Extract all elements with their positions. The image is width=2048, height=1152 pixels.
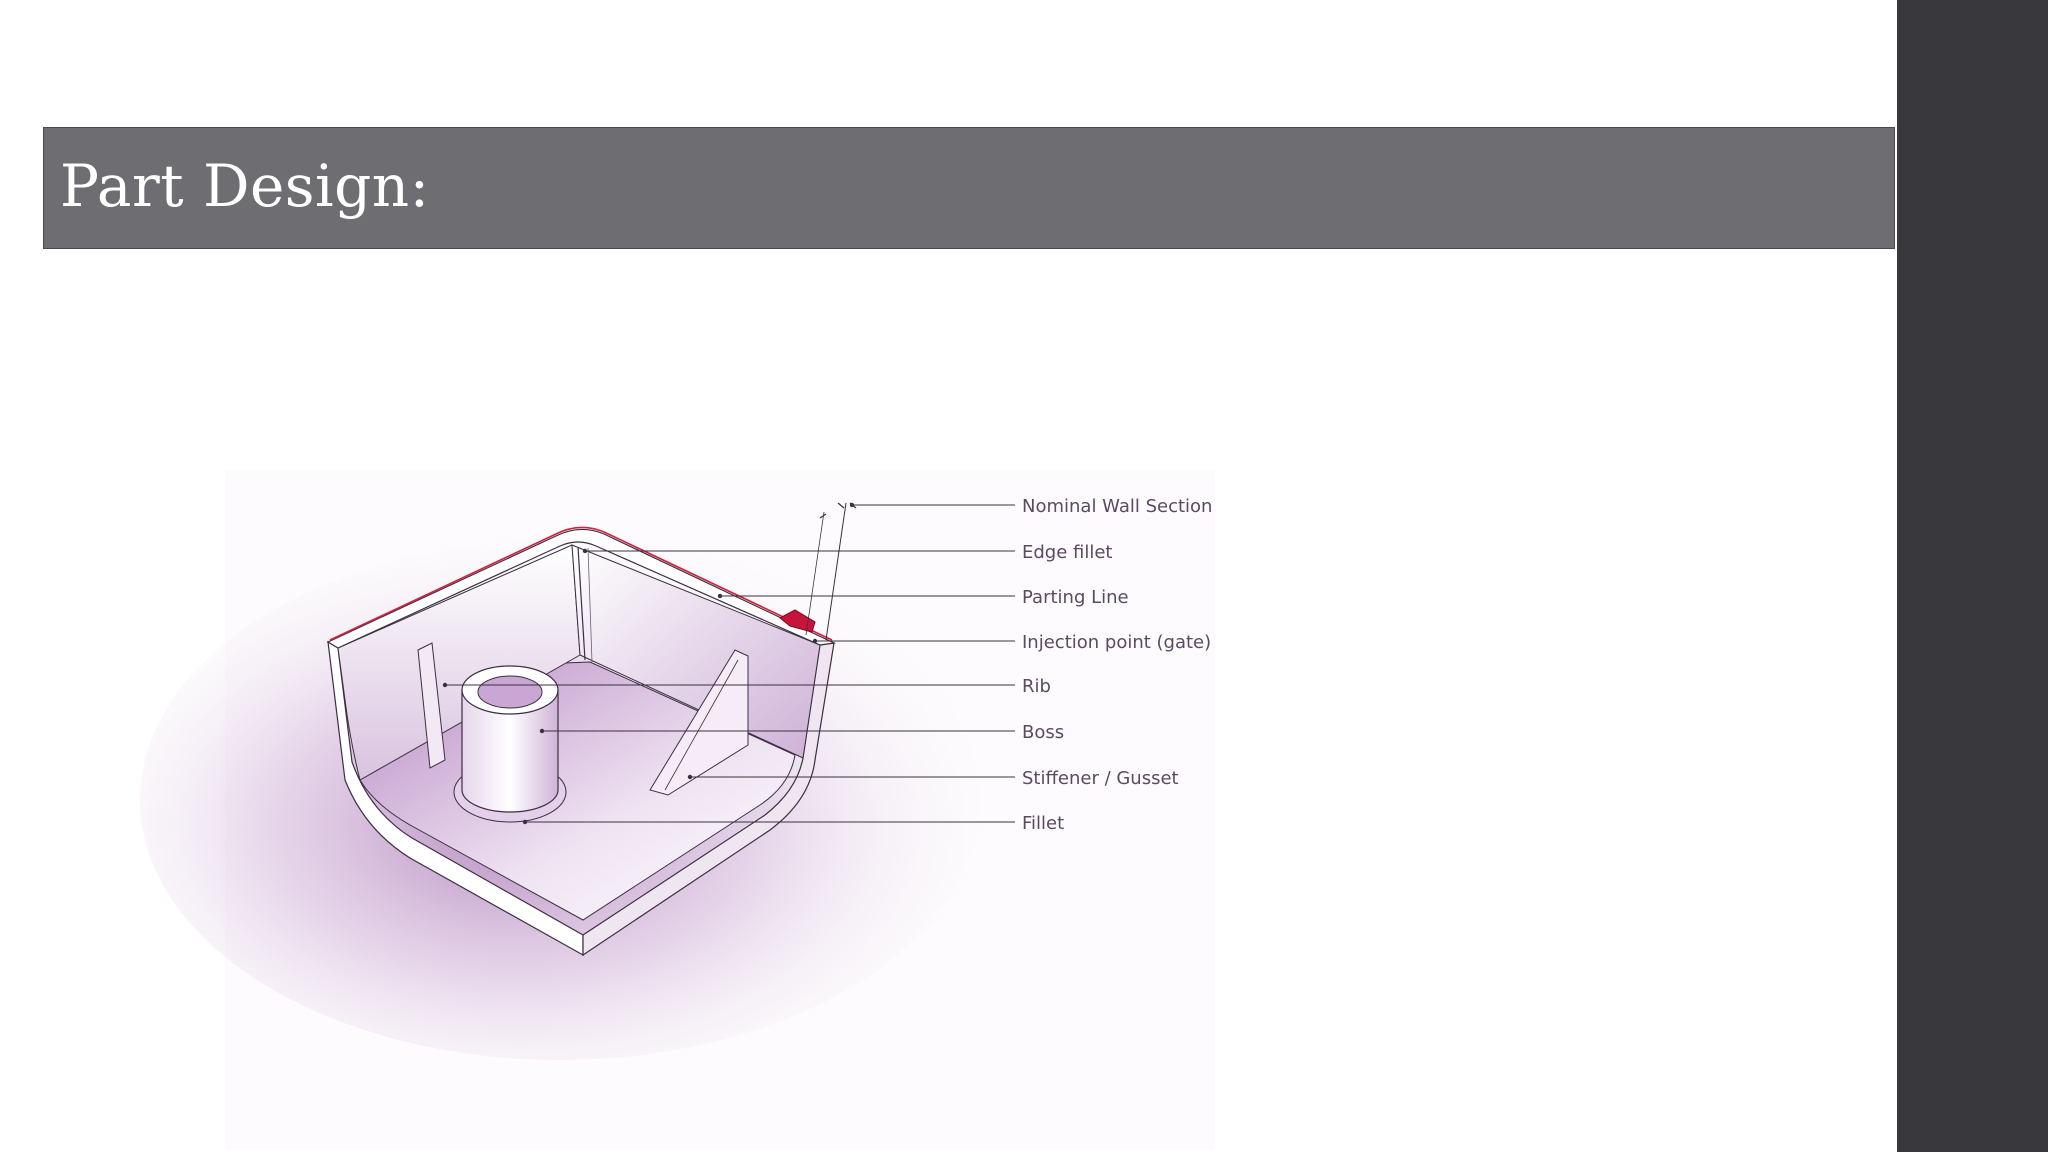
parting-line-edge xyxy=(329,526,833,641)
label-rib: Rib xyxy=(1022,676,1051,697)
inner-corner-2 xyxy=(587,547,593,663)
title-band: Part Design: xyxy=(43,127,1895,249)
label-injection-point: Injection point (gate) xyxy=(1022,632,1211,653)
right-side-panel xyxy=(1897,0,2048,1152)
inner-corner xyxy=(577,546,586,661)
slide-canvas: Part Design: xyxy=(43,127,1895,1060)
boss-body xyxy=(461,689,559,813)
back-wall xyxy=(571,544,821,759)
label-edge-fillet: Edge fillet xyxy=(1022,542,1113,563)
leader-dots xyxy=(442,502,855,825)
label-boss: Boss xyxy=(1022,722,1064,743)
slide-title: Part Design: xyxy=(60,152,430,220)
top-rim xyxy=(326,528,837,649)
rib-shape xyxy=(417,642,446,769)
wall-dimension-line xyxy=(825,502,847,641)
boss-hole xyxy=(477,675,543,709)
callout-leaders xyxy=(445,504,1015,823)
injection-gate xyxy=(779,609,816,633)
label-nominal-wall-section: Nominal Wall Section xyxy=(1022,496,1212,517)
part-design-diagram: Nominal Wall Section Edge fillet Parting… xyxy=(140,496,1213,1060)
label-parting-line: Parting Line xyxy=(1022,587,1129,608)
label-stiffener-gusset: Stiffener / Gusset xyxy=(1022,768,1179,789)
label-fillet: Fillet xyxy=(1022,813,1064,834)
